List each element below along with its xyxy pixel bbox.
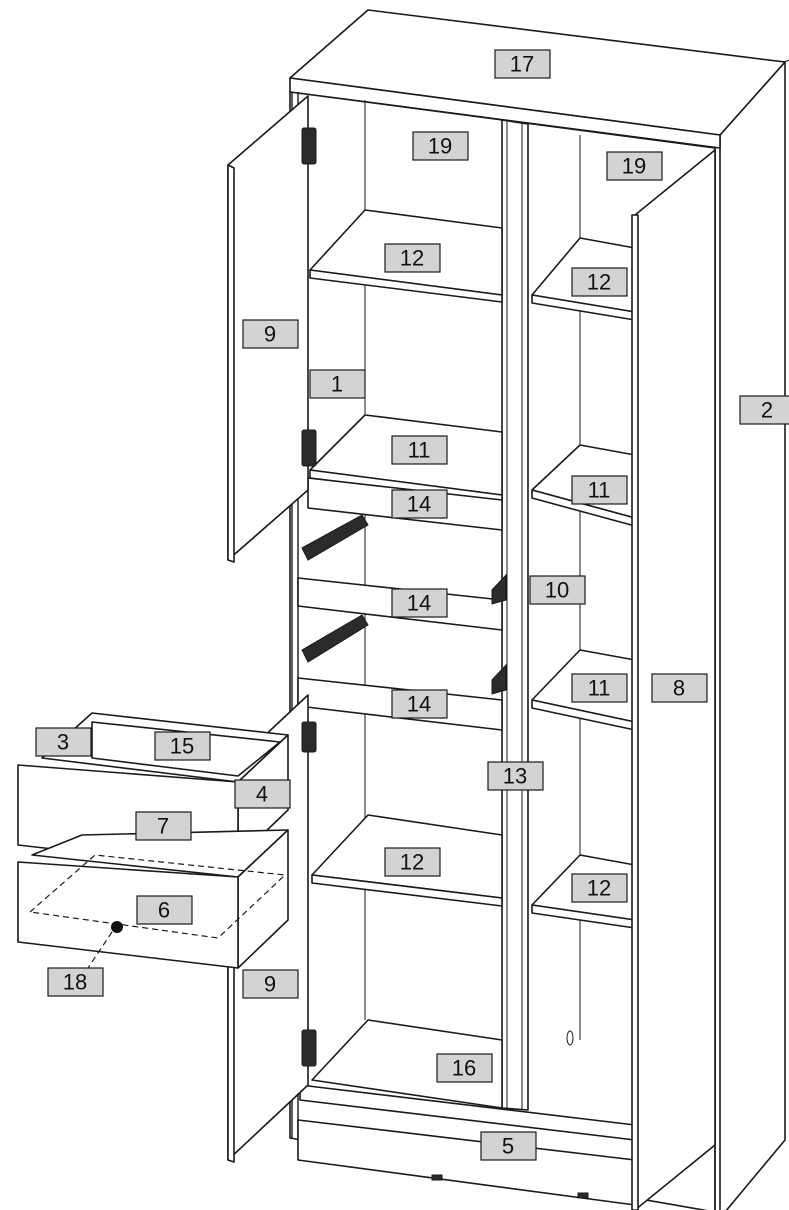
label-11-right-lower: 11 [571,673,628,703]
label-15: 15 [154,731,211,761]
svg-text:19: 19 [622,154,646,179]
svg-text:2: 2 [761,398,773,423]
svg-text:1: 1 [331,372,343,397]
svg-text:18: 18 [63,970,87,995]
label-9-upper: 9 [242,319,299,349]
svg-text:7: 7 [157,814,169,839]
label-18: 18 [47,967,104,997]
svg-text:19: 19 [428,134,452,159]
svg-text:14: 14 [407,692,431,717]
svg-text:3: 3 [57,730,69,755]
svg-text:11: 11 [408,438,431,463]
label-12-lower-right: 12 [571,873,628,903]
part-labels: 17 19 19 12 12 9 1 2 11 11 14 10 14 11 8… [35,49,789,1161]
label-9-lower: 9 [242,969,299,999]
label-10: 10 [529,575,586,605]
svg-text:14: 14 [407,492,431,517]
svg-text:13: 13 [503,764,527,789]
svg-text:15: 15 [170,734,194,759]
label-14-top: 14 [391,489,448,519]
svg-text:17: 17 [510,52,534,77]
label-12-lower-left: 12 [384,847,441,877]
label-11-right-upper: 11 [571,475,628,505]
svg-text:10: 10 [545,578,569,603]
label-14-bottom: 14 [391,689,448,719]
svg-text:12: 12 [587,270,611,295]
drawer-bottom-marker [111,921,123,933]
label-4: 4 [234,779,291,809]
label-8: 8 [651,673,708,703]
label-7: 7 [135,811,192,841]
label-17: 17 [494,49,551,79]
label-14-middle: 14 [391,588,448,618]
left-shelves [299,209,636,1141]
label-12-top-left: 12 [384,243,441,273]
label-19-right: 19 [606,151,663,181]
label-5: 5 [480,1131,537,1161]
svg-text:5: 5 [502,1134,514,1159]
svg-text:14: 14 [407,591,431,616]
svg-text:9: 9 [264,972,276,997]
lower-drawer [17,829,289,969]
center-divider [501,119,529,1111]
svg-text:8: 8 [673,676,685,701]
label-12-top-right: 12 [571,267,628,297]
label-13: 13 [487,761,544,791]
label-1: 1 [309,369,366,399]
svg-text:12: 12 [400,850,424,875]
label-16: 16 [436,1053,493,1083]
svg-text:11: 11 [588,478,611,503]
label-2: 2 [739,395,789,425]
svg-text:12: 12 [400,246,424,271]
label-11-left: 11 [391,435,448,465]
svg-text:11: 11 [588,676,611,701]
right-side-panel [719,59,789,1210]
svg-text:4: 4 [256,782,268,807]
label-19-left: 19 [412,131,469,161]
svg-text:12: 12 [587,876,611,901]
svg-text:9: 9 [264,322,276,347]
svg-text:6: 6 [158,898,170,923]
label-6: 6 [136,895,193,925]
svg-text:16: 16 [452,1056,476,1081]
label-3: 3 [35,727,92,757]
